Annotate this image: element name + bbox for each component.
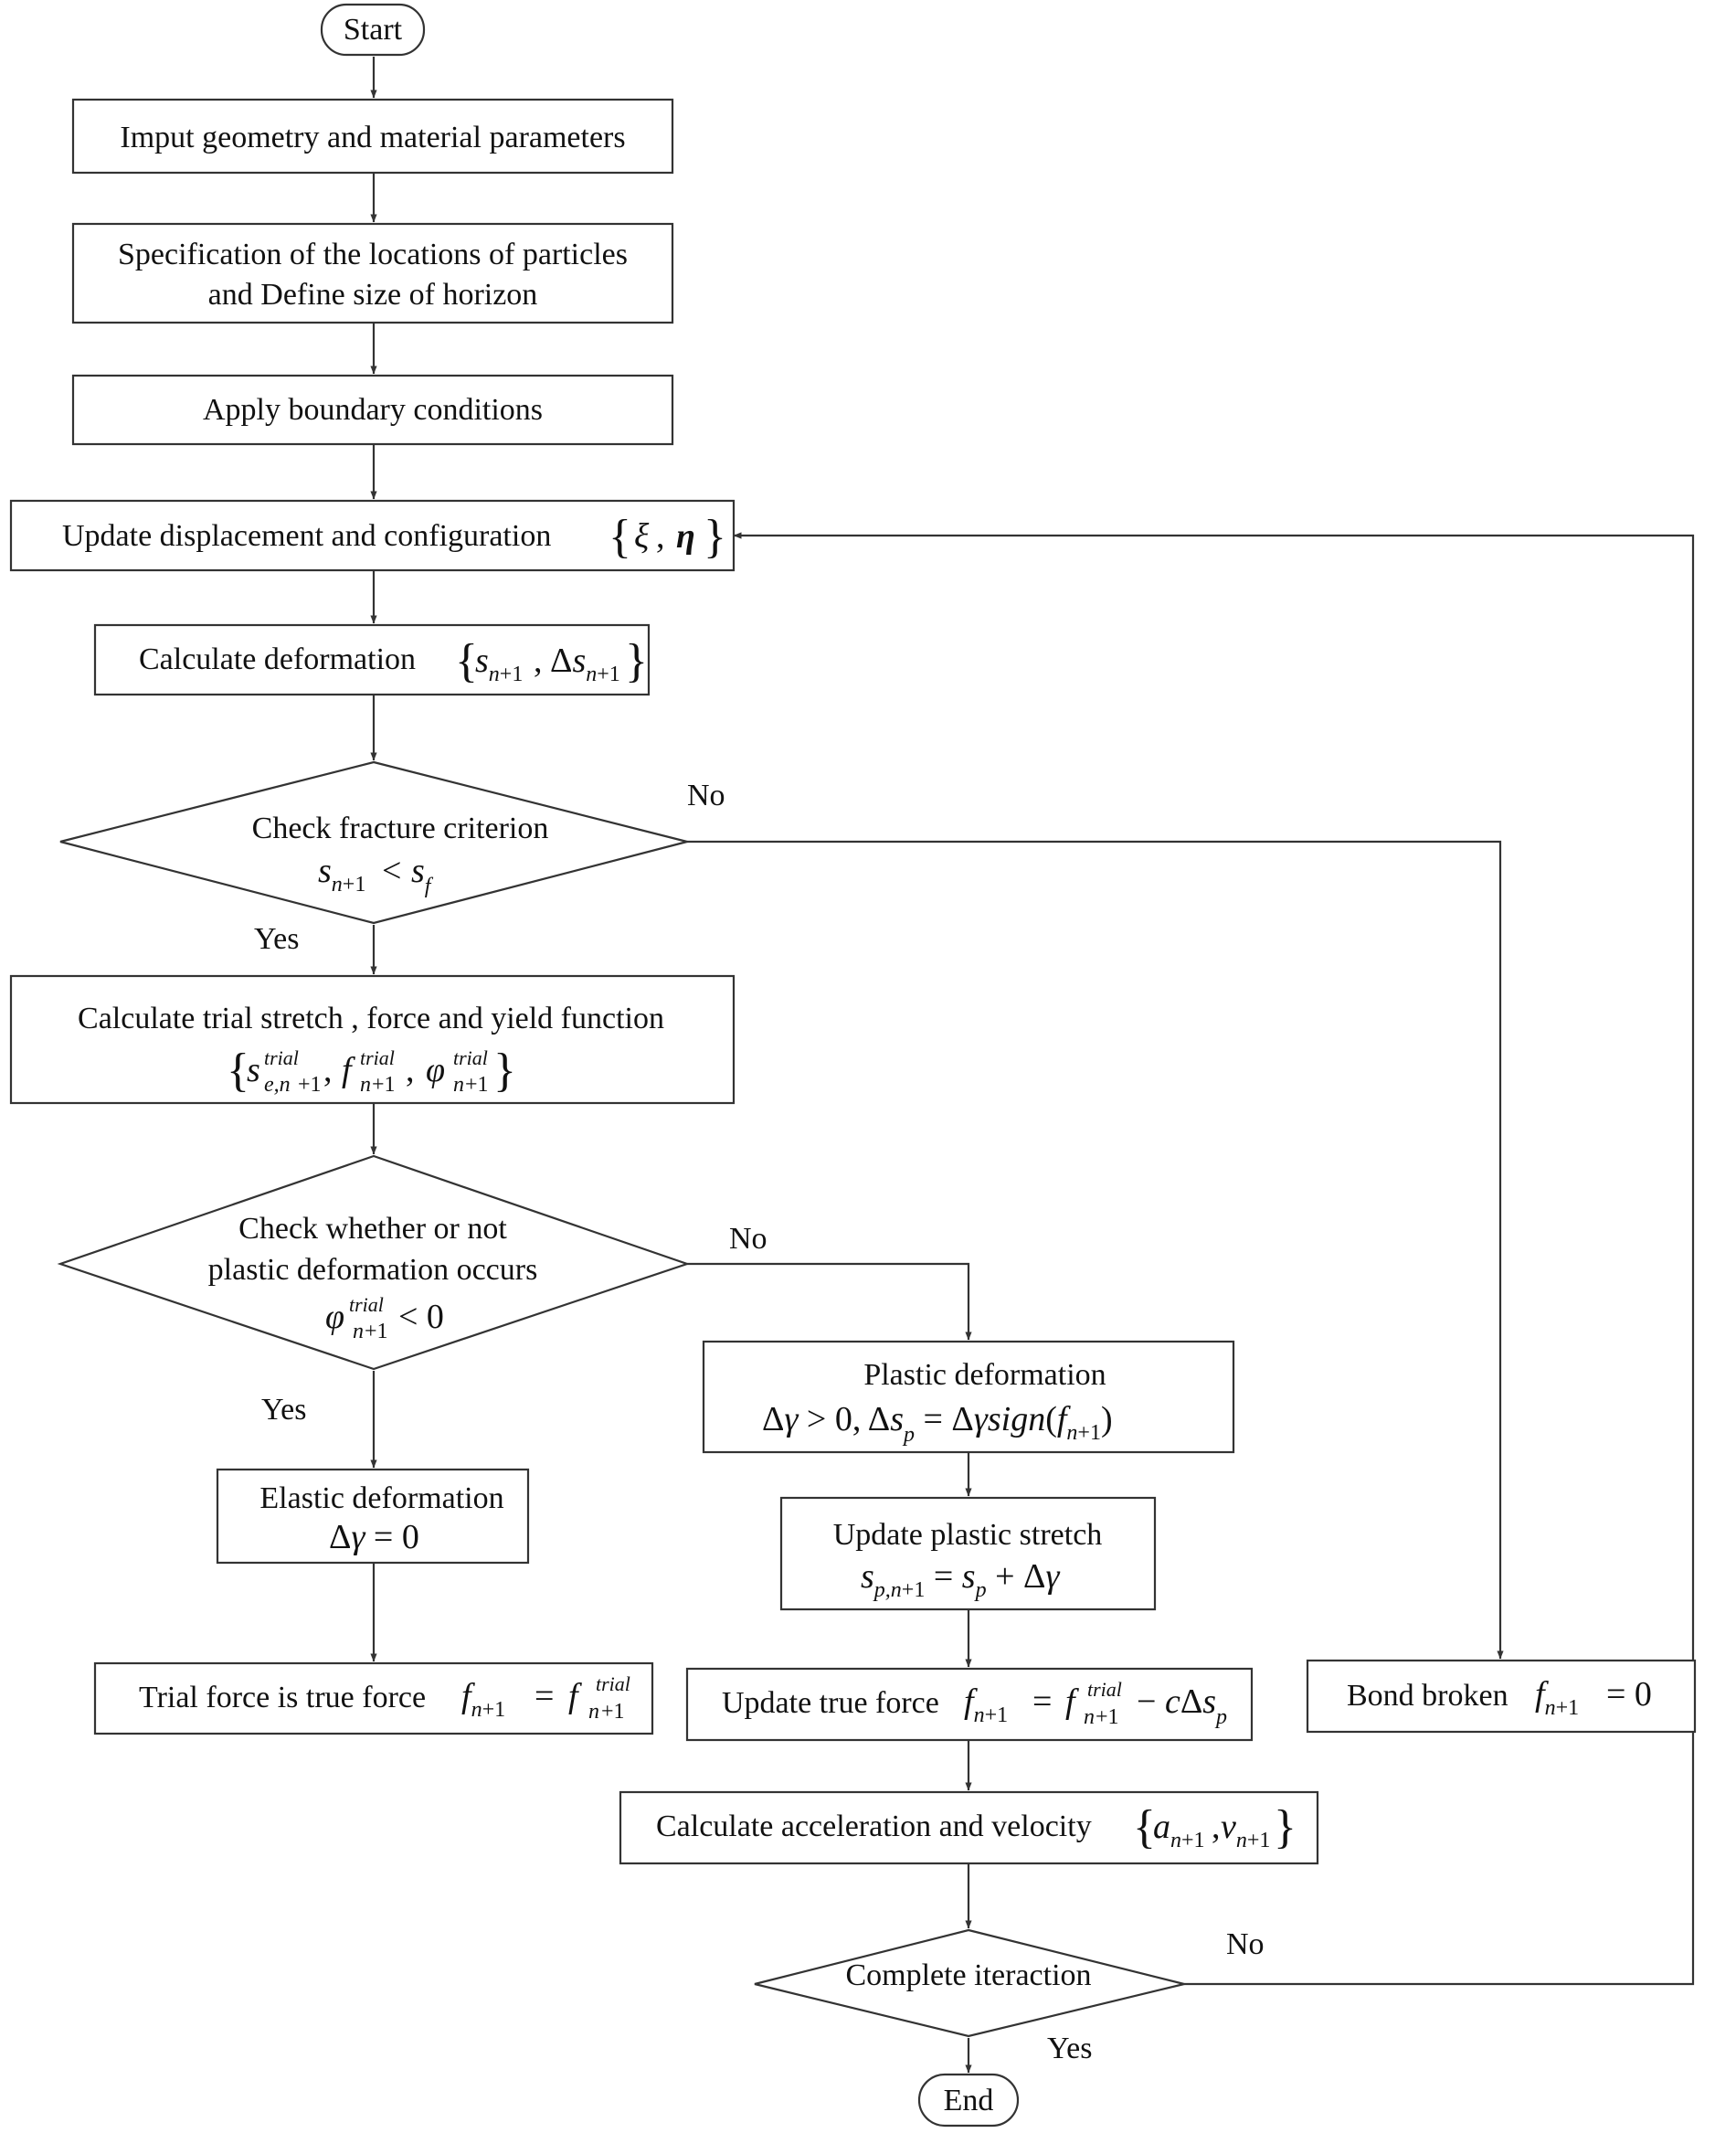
- specification-label-line1: Specification of the locations of partic…: [118, 238, 628, 271]
- input-label: Imput geometry and material parameters: [120, 121, 625, 154]
- svg-text:+1: +1: [1096, 1705, 1119, 1729]
- svg-text:trial: trial: [1087, 1678, 1122, 1701]
- svg-text:trial: trial: [349, 1293, 384, 1316]
- svg-text:{: {: [455, 635, 478, 687]
- svg-text:+1: +1: [601, 1700, 625, 1724]
- complete-no-label: No: [1226, 1927, 1265, 1961]
- boundary-step: Apply boundary conditions: [71, 374, 674, 446]
- calculate-acceleration-label: Calculate acceleration and velocity: [656, 1809, 1092, 1843]
- svg-text:n: n: [1084, 1705, 1095, 1729]
- svg-text:}: }: [493, 1045, 516, 1097]
- plastic-check-label-line2: plastic deformation occurs: [208, 1253, 538, 1287]
- update-displacement-formula: { ξ , η }: [609, 511, 726, 563]
- plastic-check-label-line1: Check whether or not: [238, 1212, 507, 1246]
- svg-text:< 0: < 0: [398, 1298, 444, 1336]
- plastic-check-decision: Check whether or not plastic deformation…: [57, 1154, 691, 1371]
- complete-iteration-label: Complete iteraction: [845, 1958, 1091, 1992]
- input-step: Imput geometry and material parameters: [71, 98, 674, 175]
- svg-text:{: {: [609, 511, 631, 563]
- bond-broken-label: Bond broken: [1347, 1679, 1508, 1713]
- svg-text:n: n: [453, 1073, 464, 1097]
- trial-force-true-label: Trial force is true force: [139, 1681, 426, 1714]
- specification-step: Specification of the locations of partic…: [71, 222, 674, 324]
- boundary-label: Apply boundary conditions: [203, 393, 543, 427]
- elastic-deformation-label: Elastic deformation: [259, 1481, 503, 1515]
- svg-text:trial: trial: [360, 1046, 395, 1069]
- fracture-criterion-decision: Check fracture criterion sn+1 < sf: [59, 760, 688, 925]
- svg-text:}: }: [625, 635, 648, 687]
- fracture-yes-label: Yes: [254, 922, 299, 956]
- svg-text:n: n: [353, 1320, 364, 1343]
- svg-text:,: ,: [323, 1051, 333, 1089]
- trial-calculation-step: Calculate trial stretch , force and yiel…: [9, 974, 736, 1105]
- arrow-check-no-to-plastic: [687, 1262, 972, 1341]
- trial-calculation-label: Calculate trial stretch , force and yiel…: [78, 1002, 664, 1035]
- update-displacement-label: Update displacement and configuration: [62, 519, 551, 553]
- end-label: End: [944, 2084, 994, 2117]
- svg-text:φ: φ: [426, 1051, 445, 1089]
- update-true-force-step: Update true force fn+1 = f trial n +1 − …: [685, 1667, 1254, 1742]
- svg-text:n: n: [588, 1700, 599, 1724]
- update-plastic-stretch-label: Update plastic stretch: [833, 1518, 1103, 1552]
- update-displacement-step: Update displacement and configuration { …: [9, 499, 736, 572]
- svg-text:= 0: = 0: [1606, 1675, 1652, 1714]
- plastic-check-yes-label: Yes: [261, 1393, 306, 1427]
- svg-text:trial: trial: [264, 1046, 299, 1069]
- svg-text:Δγ = 0: Δγ = 0: [329, 1518, 419, 1556]
- svg-text:{: {: [227, 1045, 249, 1097]
- svg-text:}: }: [704, 511, 726, 563]
- svg-text:+1: +1: [365, 1320, 388, 1343]
- elastic-deformation-formula: Δγ = 0: [329, 1518, 419, 1556]
- plastic-check-no-label: No: [729, 1222, 767, 1256]
- fracture-criterion-label: Check fracture criterion: [252, 812, 549, 845]
- svg-text:<: <: [382, 852, 401, 890]
- end-terminal: End: [917, 2073, 1020, 2128]
- trial-force-true-step: Trial force is true force fn+1 = f trial…: [93, 1661, 654, 1735]
- svg-text:φ: φ: [325, 1298, 344, 1336]
- complete-iteration-decision: Complete iteraction: [754, 1928, 1185, 2038]
- fracture-no-label: No: [687, 779, 725, 812]
- svg-text:+1: +1: [465, 1073, 489, 1097]
- svg-text:+1: +1: [372, 1073, 396, 1097]
- svg-text:,: ,: [1212, 1808, 1221, 1846]
- arrow-fracture-no-to-bond: [687, 840, 1504, 1660]
- start-label: Start: [344, 13, 403, 47]
- svg-text:=: =: [535, 1677, 554, 1715]
- svg-text:,: ,: [656, 517, 665, 556]
- plastic-check-formula: φ trial n +1 < 0: [325, 1293, 444, 1343]
- svg-text:,: ,: [534, 642, 543, 680]
- svg-text:=: =: [1032, 1682, 1052, 1721]
- svg-text:s: s: [247, 1051, 260, 1089]
- update-plastic-stretch-step: Update plastic stretch sp,n+1 = sp + Δγ: [779, 1496, 1157, 1611]
- elastic-deformation-step: Elastic deformation Δγ = 0: [216, 1468, 530, 1565]
- start-terminal: Start: [320, 3, 426, 57]
- update-true-force-label: Update true force: [722, 1686, 939, 1720]
- complete-yes-label: Yes: [1047, 2032, 1092, 2065]
- connectors: [370, 57, 1695, 2074]
- svg-text:η: η: [676, 517, 695, 556]
- svg-text:e,n: e,n: [264, 1073, 291, 1097]
- svg-text:ξ: ξ: [634, 517, 650, 556]
- calculate-deformation-label: Calculate deformation: [139, 642, 416, 676]
- svg-text:trial: trial: [596, 1672, 630, 1695]
- svg-text:n: n: [360, 1073, 371, 1097]
- arrow-complete-no-loop: [733, 532, 1695, 1986]
- calculate-acceleration-step: Calculate acceleration and velocity { an…: [619, 1790, 1319, 1865]
- svg-text:an+1: an+1: [1153, 1808, 1205, 1852]
- bond-broken-step: Bond broken fn+1 = 0: [1306, 1659, 1697, 1734]
- calculate-deformation-step: Calculate deformation { sn+1 , Δsn+1 }: [93, 623, 651, 696]
- svg-text:}: }: [1274, 1801, 1297, 1853]
- svg-text:,: ,: [406, 1051, 415, 1089]
- plastic-deformation-step: Plastic deformation Δγ > 0, Δsp = Δγsign…: [702, 1340, 1235, 1454]
- plastic-deformation-label: Plastic deformation: [863, 1358, 1106, 1392]
- svg-text:trial: trial: [453, 1046, 488, 1069]
- svg-text:+1: +1: [298, 1073, 322, 1097]
- specification-label-line2: and Define size of horizon: [208, 278, 538, 312]
- svg-text:{: {: [1133, 1801, 1156, 1853]
- calculate-acceleration-formula: { an+1 , vn+1 }: [1133, 1801, 1297, 1853]
- branch-labels: No Yes No Yes No Yes: [254, 779, 1265, 2065]
